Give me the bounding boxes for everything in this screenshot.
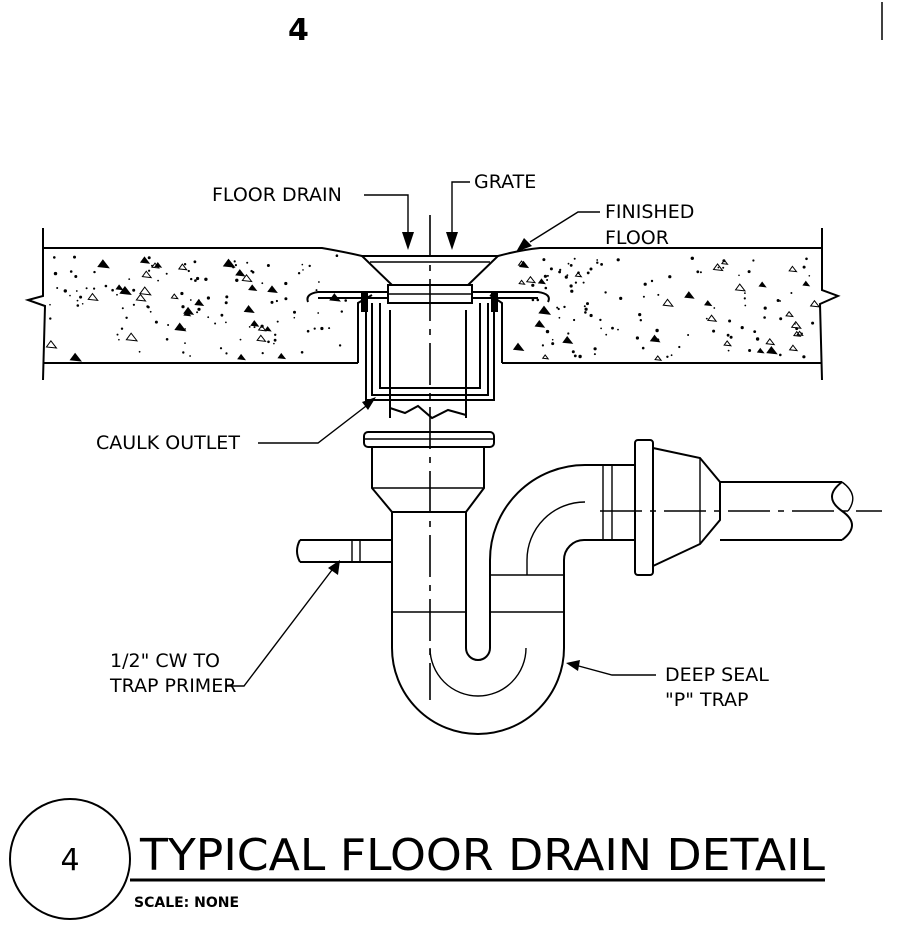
annotation-finished-floor: FINISHED FLOOR (516, 201, 694, 252)
floor-drain-body (306, 255, 550, 420)
label-caulk-outlet: CAULK OUTLET (96, 432, 240, 454)
label-floor-drain: FLOOR DRAIN (212, 184, 342, 206)
title-block: 4 TYPICAL FLOOR DRAIN DETAIL SCALE: NONE (9, 798, 826, 920)
label-cw-1: 1/2" CW TO (110, 650, 220, 672)
detail-number: 4 (60, 843, 79, 878)
label-trap-2: "P" TRAP (665, 689, 748, 711)
detail-number-circle (9, 798, 131, 920)
label-grate: GRATE (474, 171, 536, 193)
annotation-floor-drain: FLOOR DRAIN (212, 184, 414, 250)
concrete-aggregate (45, 254, 821, 362)
trap-hub (296, 431, 495, 612)
sheet-number: 4 (288, 13, 309, 48)
p-trap (391, 439, 854, 735)
label-trap-1: DEEP SEAL (665, 664, 769, 686)
label-finished-floor-2: FLOOR (605, 227, 669, 249)
annotation-p-trap: DEEP SEAL "P" TRAP (566, 660, 769, 711)
detail-scale: SCALE: NONE (134, 895, 239, 911)
annotation-caulk-outlet: CAULK OUTLET (96, 397, 376, 454)
annotation-grate: GRATE (446, 171, 536, 250)
label-cw-2: TRAP PRIMER (109, 675, 236, 697)
concrete-slab (24, 228, 841, 381)
label-finished-floor-1: FINISHED (605, 201, 694, 223)
annotation-trap-primer: 1/2" CW TO TRAP PRIMER (109, 560, 340, 697)
detail-title: TYPICAL FLOOR DRAIN DETAIL (139, 830, 826, 881)
